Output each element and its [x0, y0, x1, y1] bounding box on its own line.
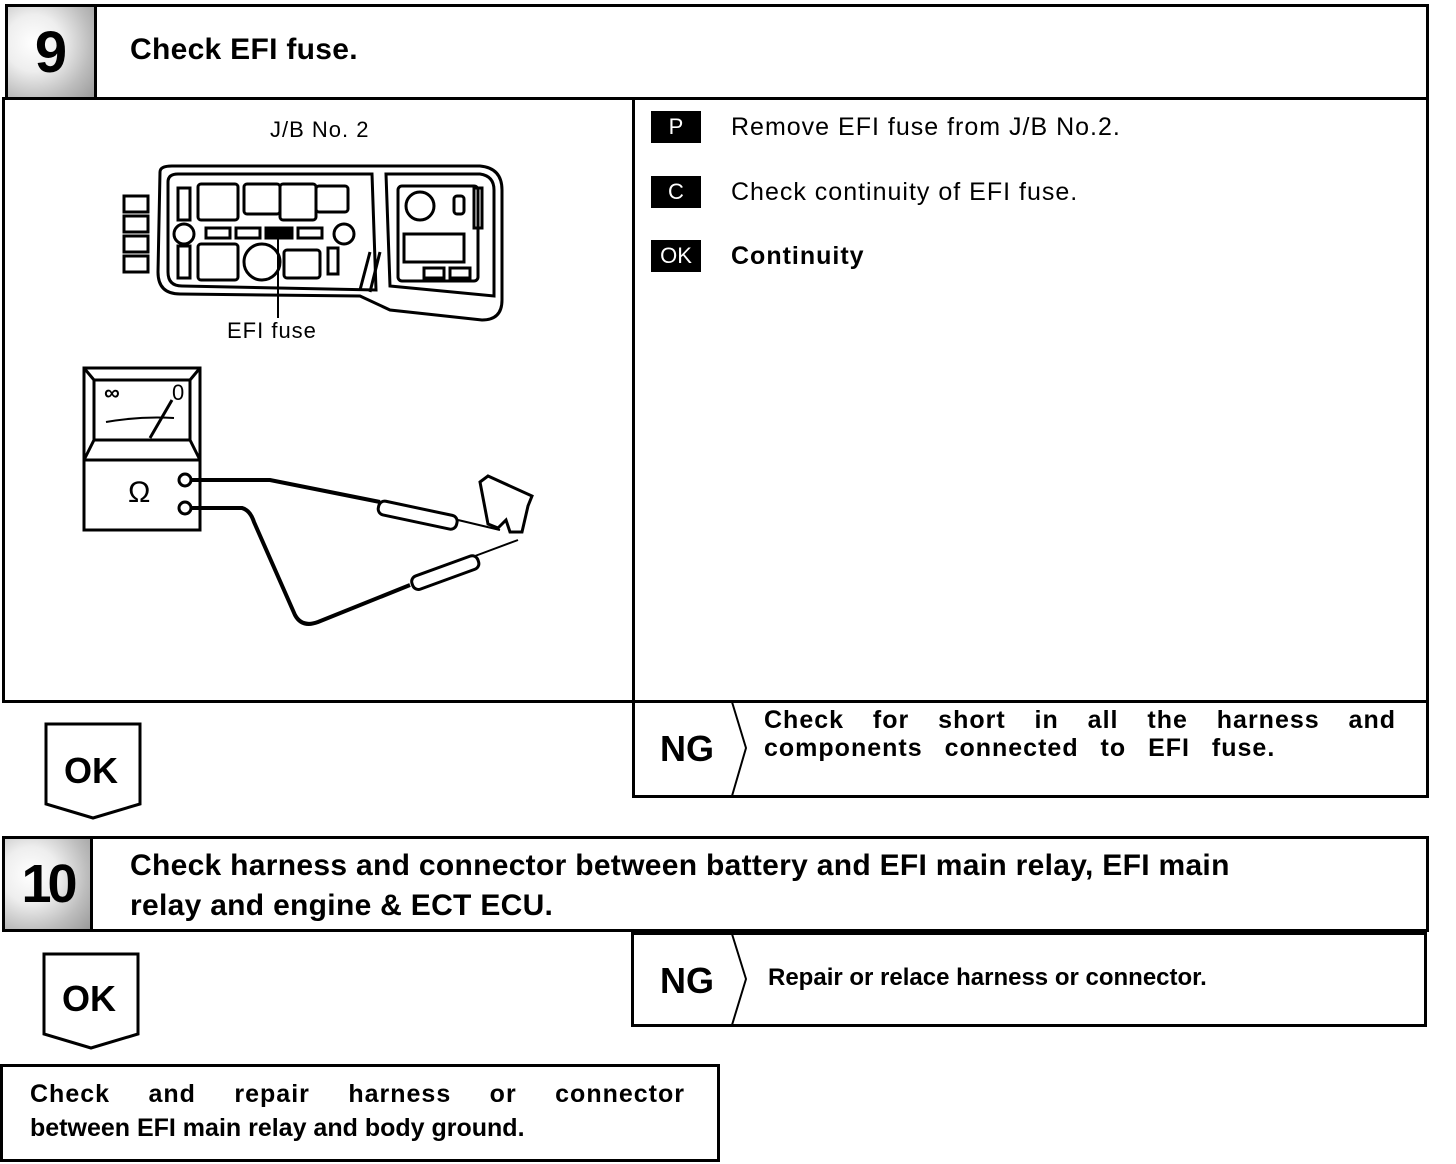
jb-inner-right — [384, 172, 496, 298]
step10-ok-label: OK — [62, 978, 116, 1019]
ok-criteria: Continuity — [731, 241, 865, 270]
badge-check: C — [651, 176, 701, 208]
meter-scale-zero: 0 — [172, 380, 184, 405]
instruction-check: C Check continuity of EFI fuse. — [651, 176, 1078, 208]
ohm-symbol: Ω — [128, 476, 150, 509]
step9-number: 9 — [34, 19, 68, 85]
step10-ng-chevron — [731, 934, 748, 1025]
step9-header: 9 Check EFI fuse. — [5, 4, 1429, 100]
efi-fuse — [478, 474, 534, 534]
step9-ng-box — [632, 700, 1429, 798]
step9-column-divider — [632, 97, 635, 797]
step10-number: 10 — [21, 854, 77, 914]
instruction-ok: OK Continuity — [651, 240, 865, 272]
meter-scale-infinity: ∞ — [104, 380, 120, 405]
efi-fuse-label: EFI fuse — [227, 318, 317, 343]
ohmmeter-illustration: ∞ 0 Ω — [82, 366, 534, 626]
step9-ok-label: OK — [64, 750, 118, 791]
jb-side-connector-3 — [122, 234, 150, 254]
jb-outer-case — [156, 164, 504, 322]
instruction-text: Check continuity of EFI fuse. — [731, 177, 1079, 206]
step9-ok-arrow[interactable] — [44, 722, 144, 822]
jb-side-connector-1 — [122, 194, 150, 214]
badge-ok: OK — [651, 240, 701, 272]
probe-lead-1 — [191, 478, 381, 504]
step10-ng-box — [631, 932, 1427, 1027]
jb-inner-left — [166, 172, 378, 292]
jb-label: J/B No. 2 — [270, 117, 370, 142]
badge-procedure: P — [651, 111, 701, 143]
step10-ok-arrow[interactable] — [42, 952, 142, 1052]
probe-2 — [410, 554, 481, 591]
ohmmeter-body — [82, 366, 202, 532]
ohmmeter-dial-face — [92, 378, 192, 442]
probe-lead-2 — [191, 506, 411, 626]
step9-ng-label: NG — [660, 728, 714, 769]
step9-ng-text-line2: components connected to EFI fuse. — [764, 734, 1276, 762]
final-action-box — [0, 1064, 720, 1162]
step10-title-line2: relay and engine & ECT ECU. — [130, 889, 554, 922]
instruction-text: Remove EFI fuse from J/B No.2. — [731, 112, 1121, 141]
ohmmeter-needle — [148, 399, 174, 439]
efi-fuse-slot — [264, 226, 294, 240]
final-action-line2: between EFI main relay and body ground. — [30, 1114, 525, 1142]
probe-1 — [376, 499, 459, 531]
terminal-negative — [177, 500, 193, 516]
step9-title: Check EFI fuse. — [130, 33, 358, 66]
step10-number-box: 10 — [5, 839, 93, 929]
junction-block-diagram — [122, 164, 504, 322]
final-action-line1: Check and repair harness or connector — [30, 1080, 685, 1108]
instruction-remove: P Remove EFI fuse from J/B No.2. — [651, 111, 1121, 143]
step9-ng-chevron — [731, 702, 748, 796]
step9-number-box: 9 — [8, 7, 97, 97]
jb-side-connector-4 — [122, 254, 150, 274]
terminal-positive — [177, 472, 193, 488]
step9-ng-text-line1: Check for short in all the harness and — [764, 706, 1396, 734]
step10-title-line1: Check harness and connector between batt… — [130, 849, 1230, 882]
step10-ng-label: NG — [660, 960, 714, 1001]
jb-side-connector-2 — [122, 214, 150, 234]
step10-ng-text: Repair or relace harness or connector. — [768, 964, 1207, 991]
step10-header: 10 Check harness and connector between b… — [2, 836, 1429, 932]
